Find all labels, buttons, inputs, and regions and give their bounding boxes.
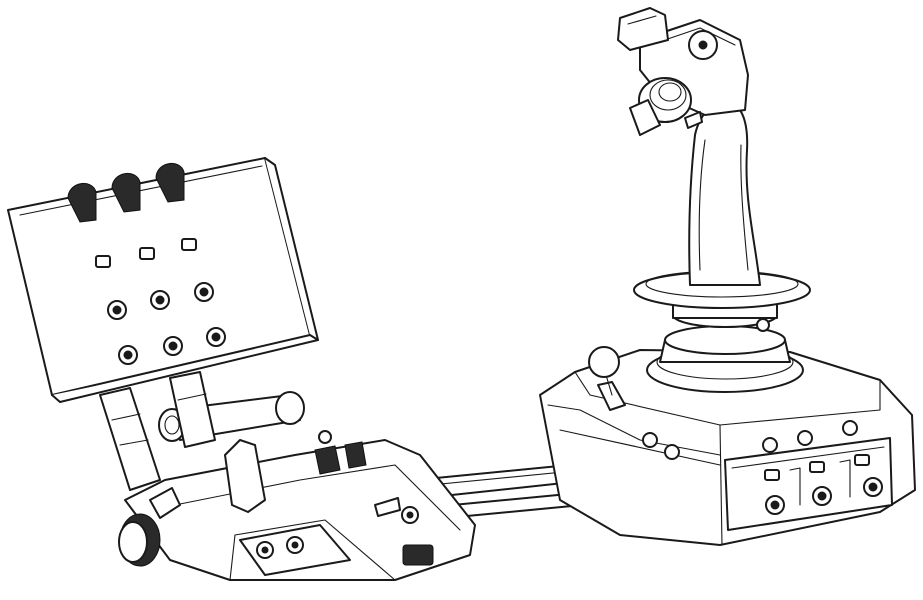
panel-buttons-row-2 [118,327,226,365]
mini-stick [588,346,626,411]
stick-grip [617,7,761,286]
stick-base [539,270,916,546]
throttle-front-knob [118,487,181,567]
base-top-buttons [642,420,858,460]
panel-rotary-wheels [67,163,185,223]
throttle-base [124,430,476,581]
panel-buttons-row-1 [107,282,214,320]
panel-toggle-switches [95,238,197,268]
panel-mount-bracket [99,371,216,491]
base-toggle-switches [764,454,883,515]
auxiliary-panel [7,157,319,403]
throttle-wheels [314,430,367,475]
hat-switch-cluster [629,77,692,136]
